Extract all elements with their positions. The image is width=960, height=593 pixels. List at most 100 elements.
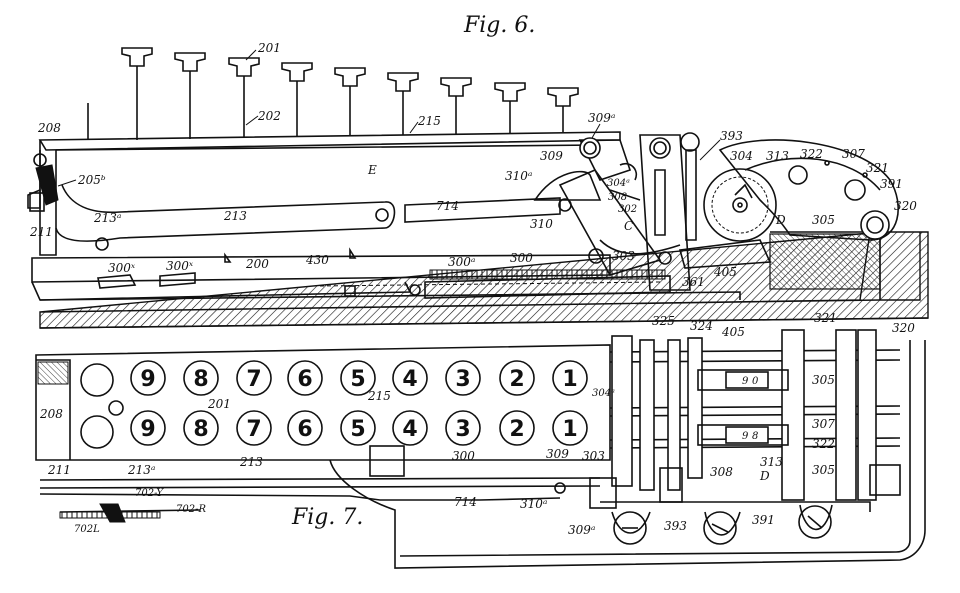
label-714: 714 [436,199,459,213]
f7-label-324: 324 [690,319,713,333]
f7-label-702l: 702L [74,524,100,535]
f7-label-213a: 213ᵃ [127,463,155,477]
f7-label-325: 325 [652,314,675,328]
label-208: 208 [37,121,61,135]
key-3-row1 [445,360,481,396]
key-label-7-row1: 7 [246,367,261,392]
f7-label-208: 208 [39,407,63,421]
fig6-labels: 201 202 215 208 205ᵇ 211 213ᵃ 213 E 714 … [29,41,917,289]
key-cap [547,87,579,107]
label-300x-2: 300ˣ [166,259,194,273]
label-300: 300 [510,251,533,265]
key-2-row1 [499,360,535,396]
key-stems [121,47,579,140]
f7-label-310a: 310ᵃ [520,497,547,511]
f7-label-393: 393 [664,519,687,533]
label-391: 391 [880,177,903,191]
label-322: 322 [800,147,823,161]
key-cap [228,57,260,77]
key-label-9-row1: 9 [140,367,155,392]
fig7-labels: Fig. 7. 325 324 405 321 320 304ᵃ 305 307… [39,311,915,537]
key-label-3-row1: 3 [455,367,470,392]
label-304a: 304ᵃ [607,178,630,189]
label-205b: 205ᵇ [77,173,106,187]
blank-key [80,363,114,397]
wheel-digit-1: 9 [742,376,749,387]
register-mechanism: 9 0 9 8 [554,329,901,545]
key-label-8-row2: 8 [193,417,208,442]
f7-label-714: 714 [454,495,477,509]
f7-label-391: 391 [752,513,775,527]
key-label-1-row1: 1 [562,367,577,392]
f7-label-211: 211 [47,463,71,477]
f7-label-308: 308 [710,465,733,479]
key-cap [174,52,206,72]
key-label-4-row2: 4 [402,417,417,442]
key-label-6-row1: 6 [297,367,312,392]
label-309: 309 [540,149,563,163]
key-9-row1 [130,360,166,396]
f7-label-213: 213 [239,455,263,469]
f7-label-702r: 702-R [176,504,206,515]
key-5-row2 [340,410,376,446]
label-300a: 300ᵃ [448,255,475,269]
key-cap [387,72,419,92]
f7-label-303: 303 [582,449,605,463]
key-label-1-row2: 1 [562,417,577,442]
label-405: 405 [713,265,737,279]
f7-label-309a: 309ᵃ [568,523,595,537]
wheel-digit-2: 0 [752,376,759,387]
key-cap [281,62,313,82]
label-215: 215 [417,114,441,128]
key-cap [121,47,153,67]
f7-label-300: 300 [452,449,475,463]
label-361: 361 [682,275,705,289]
key-label-5-row2: 5 [350,417,365,442]
f7-label-D: D [759,469,770,483]
label-300x-1: 300ˣ [108,261,136,275]
f7-label-320: 320 [892,321,915,335]
key-label-5-row1: 5 [350,367,365,392]
key-6-row1 [287,360,323,396]
f7-label-304a: 304ᵃ [592,388,615,399]
key-4-row1 [392,360,428,396]
key-label-4-row1: 4 [402,367,417,392]
f7-label-405: 405 [721,325,745,339]
label-213: 213 [223,209,247,223]
key-label-9-row2: 9 [140,417,155,442]
label-201: 201 [257,41,281,55]
wheel-digit-4: 8 [752,431,758,442]
label-305: 305 [812,213,835,227]
f7-label-305a: 305 [812,373,835,387]
label-202: 202 [257,109,281,123]
figure-6: Fig. 6. [27,13,929,329]
key-5-row1 [340,360,376,396]
label-211: 211 [29,225,53,239]
key-cap [440,77,472,97]
label-D: D [775,213,786,227]
f7-label-201: 201 [207,397,231,411]
f7-label-321: 321 [814,311,837,325]
key-label-2-row1: 2 [509,367,524,392]
fig7-title: Fig. 7. [291,505,363,530]
base-plate [39,231,929,329]
label-320: 320 [894,199,917,213]
blank-key [80,415,114,449]
f7-label-307: 307 [812,417,835,431]
key-6-row2 [287,410,323,446]
label-310: 310 [530,217,553,231]
key-9-row2 [130,410,166,446]
f7-label-305b: 305 [812,463,835,477]
f7-label-322: 322 [812,437,835,451]
f7-label-702y: 702-Y [135,488,164,499]
label-307: 307 [842,147,865,161]
f7-label-215: 215 [367,389,391,403]
key-cap [334,67,366,87]
label-430: 430 [305,253,329,267]
label-309a: 309ᵃ [588,111,615,125]
label-313: 313 [766,149,789,163]
key-label-3-row2: 3 [455,417,470,442]
part-702 [59,503,201,523]
